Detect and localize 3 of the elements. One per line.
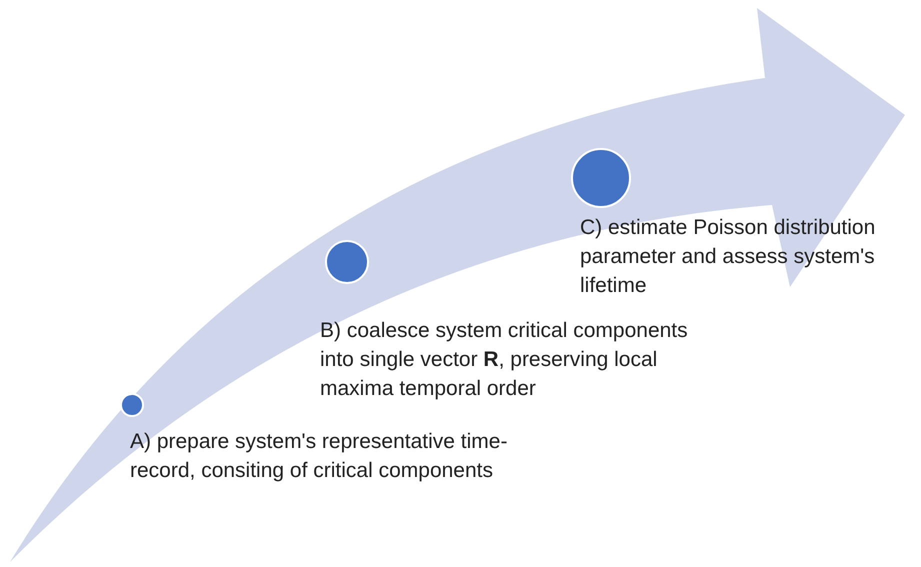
step-description: A) prepare system's representative time-record, consiting of critical components	[130, 429, 508, 484]
step-description: C) estimate Poisson distribution parameter and assess system's lifetime	[580, 215, 876, 299]
step-description: B) coalesce system critical components into single vector R, preserving local maxima temporal order	[320, 318, 689, 402]
